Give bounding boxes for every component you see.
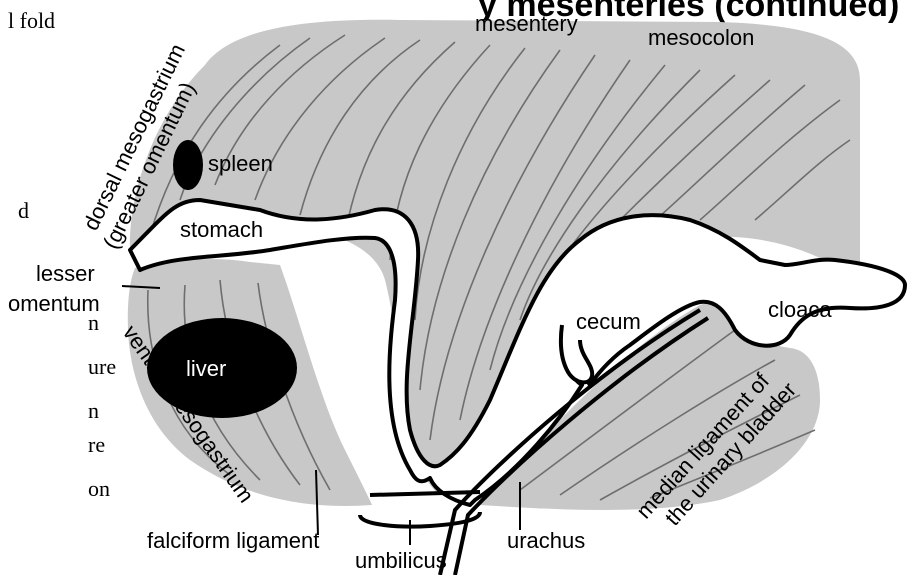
cecum-label: cecum <box>576 309 641 334</box>
left-fragment: re <box>88 432 105 457</box>
left-fragment: d <box>18 198 29 223</box>
left-fragment: l fold <box>8 8 55 33</box>
umbilicus-label: umbilicus <box>355 548 447 573</box>
stomach-label: stomach <box>180 217 263 242</box>
mesocolon-label: mesocolon <box>648 25 754 50</box>
spleen-label: spleen <box>208 151 273 176</box>
left-fragment: n <box>88 398 99 423</box>
liver-label: liver <box>186 356 226 381</box>
left-fragment: ure <box>88 354 116 379</box>
mesentery-label: mesentery <box>475 11 578 36</box>
lesser-omentum-label-line1: lesser <box>36 261 95 286</box>
left-fragment: on <box>88 476 110 501</box>
urachus-label: urachus <box>507 528 585 553</box>
cloaca-label: cloaca <box>768 297 832 322</box>
lesser-omentum-label-line2: omentum <box>8 291 100 316</box>
spleen-shape <box>173 140 203 190</box>
falciform-ligament-label: falciform ligament <box>147 528 319 553</box>
left-text-fragments: l fold d n ure n re on <box>8 8 116 501</box>
